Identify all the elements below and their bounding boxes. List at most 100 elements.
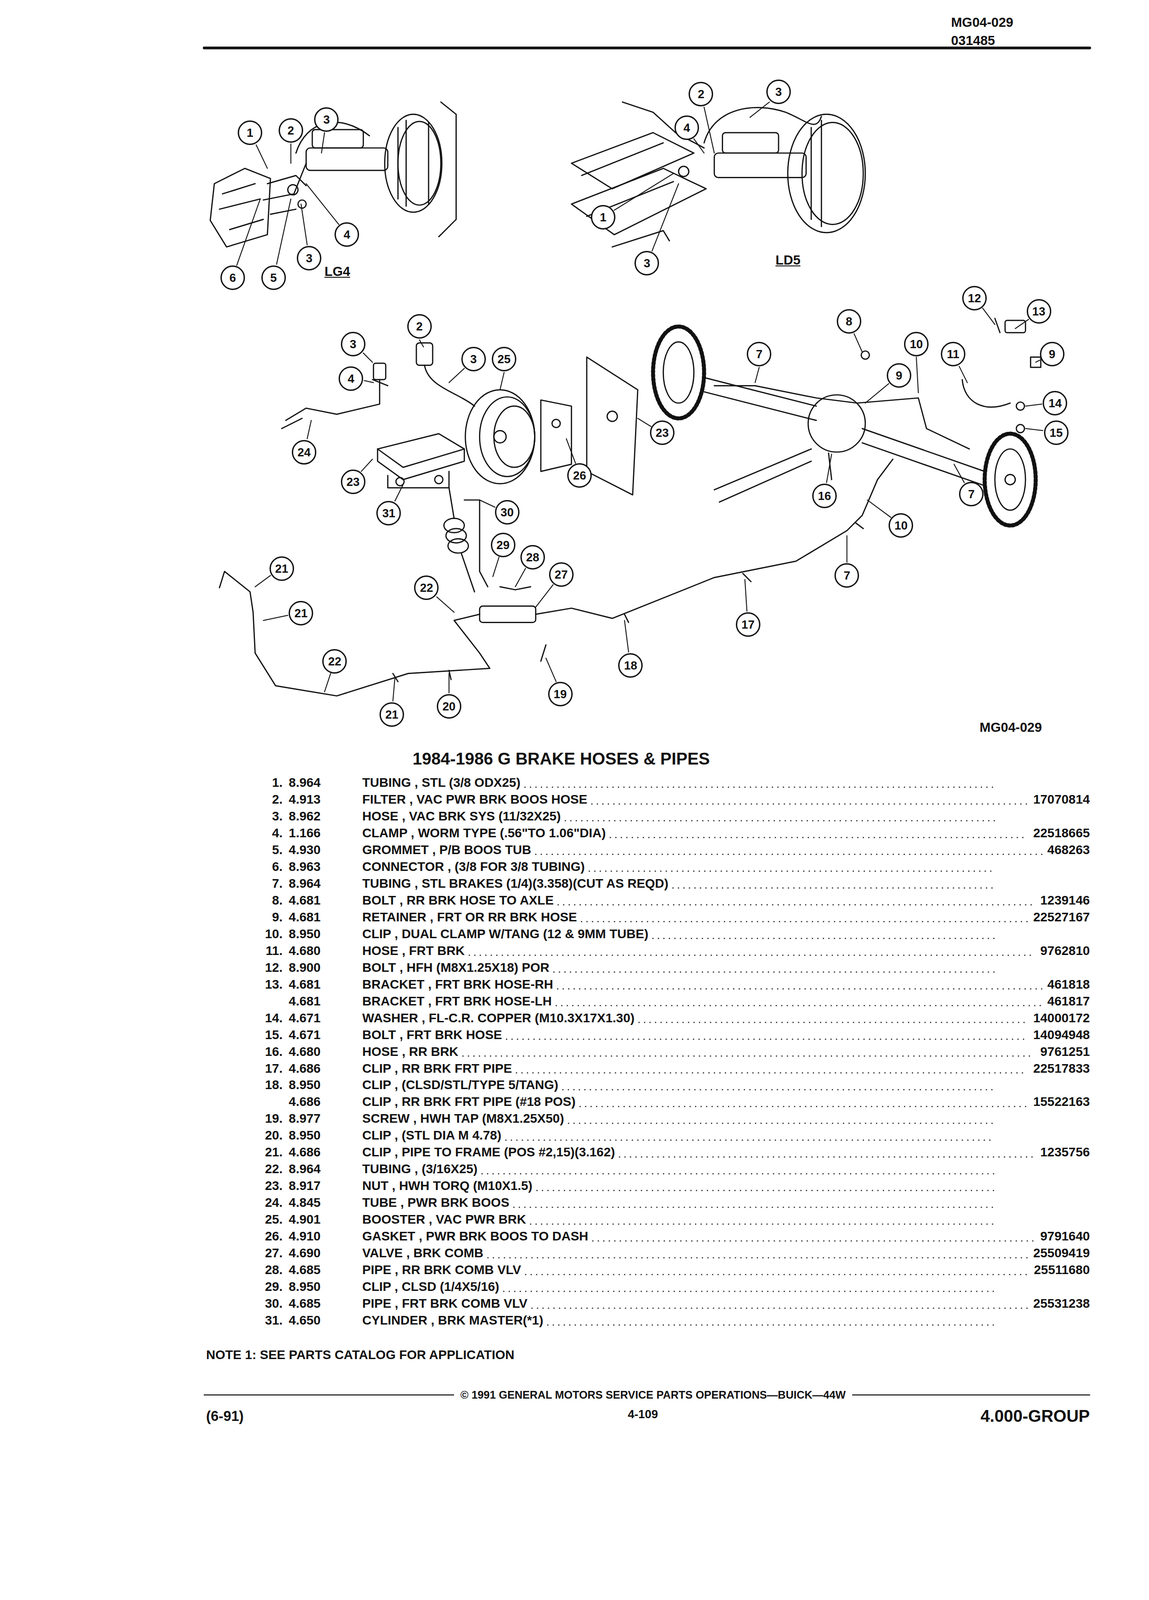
dot-leader [488,1257,1029,1259]
ld5-engine-view [612,230,670,247]
callout-number: 21 [274,562,289,575]
item-number: 27. [264,1245,283,1261]
combination-valve-pipes [444,518,465,533]
dot-leader [557,988,1042,990]
item-number: 12. [264,960,283,975]
item-number: 22. [264,1161,283,1177]
dot-leader [581,920,1028,923]
lg4-engine-view [384,114,442,213]
callout-number: 8 [845,315,853,328]
brake-booster [540,399,572,472]
item-number: 4. [272,825,283,841]
item-number: 3. [272,809,283,824]
group-code: 8.963 [288,859,321,875]
part-number: 15522163 [1033,1094,1090,1110]
callout-circle: 25 [491,346,517,372]
part-number: 9791640 [1040,1228,1090,1244]
callout-number: 7 [968,488,975,500]
callout-circle: 2 [407,314,432,339]
part-description: BRACKET , FRT BRK HOSE-RH [362,977,554,992]
part-number: 22517833 [1033,1061,1090,1076]
callout-number: 22 [328,655,342,668]
callout-circle: 16 [812,483,837,509]
callout-circle: 21 [288,600,314,626]
rear-brake-pipe [535,459,894,623]
part-description: GASKET , PWR BRK BOOS TO DASH [362,1228,589,1244]
group-code: 4.671 [288,1010,321,1026]
callout-number: 14 [1048,397,1062,410]
vacuum-hose-assembly [416,342,433,365]
group-code: 8.950 [288,926,321,942]
part-description: CLIP , (STL DIA M 4.78) [362,1128,502,1143]
part-description: RETAINER , FRT OR RR BRK HOSE [362,909,577,925]
figure-code: MG04-029 [979,719,1042,735]
ld5-engine-view [811,120,822,227]
part-number: 22518665 [1033,825,1090,841]
front-brake-hose [1004,320,1026,333]
item-number: 28. [264,1262,283,1278]
group-code: 8.964 [288,775,321,790]
rear-axle [653,326,1036,526]
part-number: 1235756 [1040,1144,1090,1160]
leader-line [436,404,1043,613]
callout-circle: 5 [261,265,286,290]
brake-booster [465,357,638,495]
group-code: 8.950 [288,1279,321,1294]
item-number: 1. [272,775,283,790]
group-code: 8.964 [288,876,321,891]
callout-circle: 10 [888,513,914,538]
rear-axle [653,326,705,419]
callout-circle: 19 [548,681,573,707]
part-number: 461818 [1047,977,1090,992]
item-number: 29. [264,1279,283,1294]
dot-leader [673,887,995,889]
part-number: 25511680 [1034,1262,1090,1278]
part-description: CLIP , (CLSD/STL/TYPE 5/TANG) [362,1077,559,1093]
group-code: 4.686 [288,1094,321,1110]
dot-leader [514,1206,995,1209]
callout-circle: 3 [340,331,366,357]
dot-leader [482,1173,995,1175]
item-number: 15. [264,1027,283,1043]
part-description: VALVE , BRK COMB [362,1245,484,1261]
ld5-engine-view [571,168,706,235]
callout-number: 17 [741,618,755,631]
brake-booster [586,357,638,495]
front-brake-hose [994,318,1000,333]
callout-circle: 3 [314,107,339,132]
dot-leader [591,803,1028,805]
rear-axle [994,449,1026,511]
dot-leader [535,853,1043,855]
dot-leader [506,1038,1028,1040]
part-description: BOOSTER , VAC PWR BRK [362,1212,526,1227]
lg4-engine-view [219,183,264,230]
vacuum-hose-assembly [373,363,386,380]
part-description: FILTER , VAC PWR BRK BOOS HOSE [362,792,588,807]
leader-line [236,101,1043,701]
item-number: 25. [264,1212,283,1227]
callout-circle: 4 [338,366,364,391]
dot-leader [568,1122,995,1125]
combination-valve-pipes [540,644,546,662]
callout-number: 1 [246,126,254,139]
combination-valve-pipes [448,538,469,553]
part-number: 468263 [1047,842,1090,858]
group-code: 8.917 [288,1178,321,1194]
callout-number: 3 [323,113,330,126]
part-number: 22527167 [1033,909,1090,925]
master-cylinder [377,433,465,468]
callout-circle: 4 [674,115,700,140]
part-description: BOLT , FRT BRK HOSE [362,1027,502,1043]
lg4-engine-view [210,101,457,247]
part-description: BOLT , RR BRK HOSE TO AXLE [362,893,554,908]
dot-leader [592,1240,1035,1242]
part-number: 14000172 [1033,1010,1090,1026]
view-label: LG4 [324,264,350,280]
revision-date: (6-91) [206,1408,245,1425]
part-description: GROMMET , P/B BOOS TUB [362,842,532,858]
item-number: 16. [264,1044,283,1060]
dot-leader [579,1105,1028,1108]
item-number: 13. [264,977,283,992]
dot-leader [562,1089,995,1091]
callout-number: 22 [419,581,434,594]
